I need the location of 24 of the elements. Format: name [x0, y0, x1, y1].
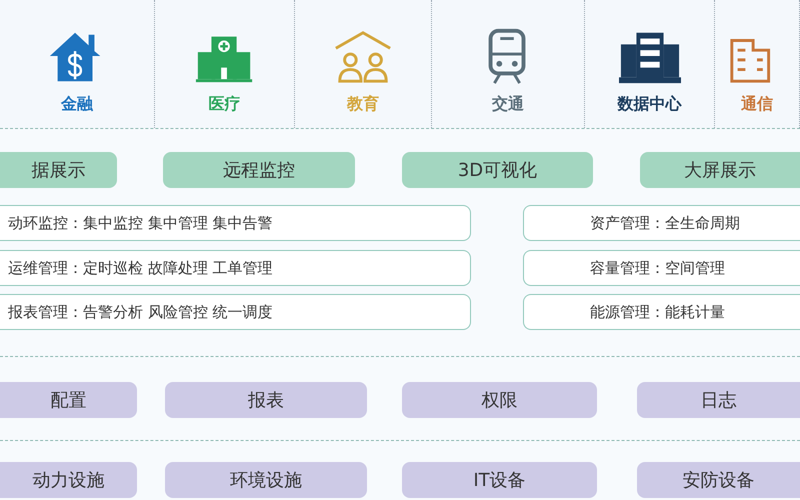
function-module-box: 容量管理：空间管理 — [523, 250, 800, 286]
industry-label: 教育 — [347, 94, 379, 115]
industry-label: 交通 — [492, 94, 524, 115]
display-module-box: 3D可视化 — [402, 152, 593, 188]
display-module-box: 据展示 — [0, 152, 117, 188]
platform-module-box: 动力设施 — [0, 462, 137, 498]
industry-label: 通信 — [741, 94, 773, 115]
platform-module-box: 环境设施 — [165, 462, 367, 498]
function-module-box: 动环监控：集中监控 集中管理 集中告警 — [0, 205, 471, 241]
function-module-box: 运维管理：定时巡检 故障处理 工单管理 — [0, 250, 471, 286]
platform-module-box: 安防设备 — [637, 462, 800, 498]
industry-label: 数据中心 — [618, 94, 682, 115]
display-module-box: 大屏展示 — [640, 152, 800, 188]
function-module-box: 资产管理：全生命周期 — [523, 205, 800, 241]
function-module-box: 能源管理：能耗计量 — [523, 294, 800, 330]
platform-module-box: 配置 — [0, 382, 137, 418]
industry-label: 医疗 — [208, 94, 240, 115]
display-module-box: 远程监控 — [163, 152, 355, 188]
function-module-box: 报表管理：告警分析 风险管控 统一调度 — [0, 294, 471, 330]
platform-module-box: 权限 — [402, 382, 597, 418]
industry-label: 金融 — [61, 94, 93, 115]
platform-module-box: IT设备 — [402, 462, 597, 498]
platform-module-box: 报表 — [165, 382, 367, 418]
platform-module-box: 日志 — [637, 382, 800, 418]
